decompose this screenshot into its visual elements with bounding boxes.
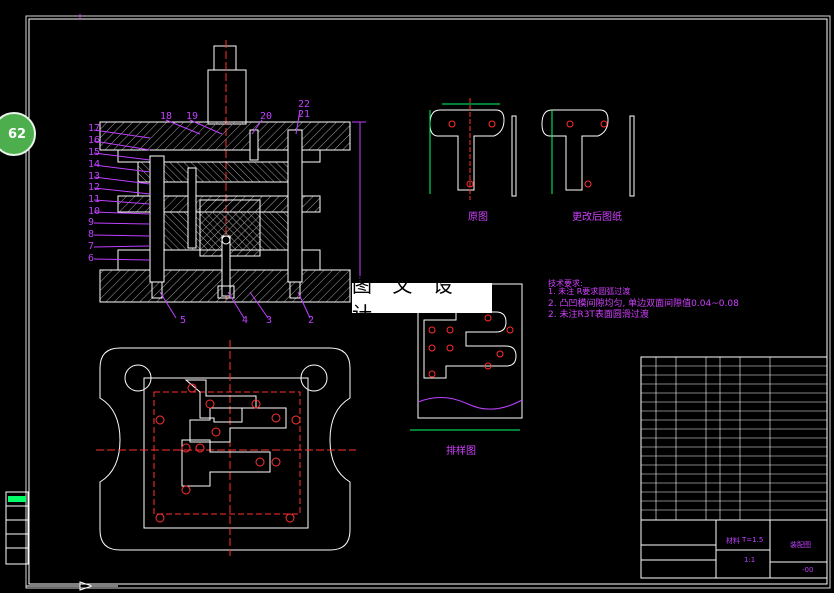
title-thickness: T=1.5 (742, 536, 764, 544)
callout-label: 14 (88, 159, 101, 170)
title-scale: 1:1 (744, 556, 756, 564)
watermark: 图 文 设 计 (352, 273, 492, 326)
title-block (640, 356, 828, 579)
tech-note-line: 2. 凸凹模间隙均匀, 单边双面间隙值0.04~0.08 (548, 299, 739, 309)
lower-die-plan-view (96, 340, 356, 556)
page-number-badge: 62 (0, 112, 36, 156)
callout-label: 7 (88, 241, 95, 252)
callout-label: 12 (88, 182, 101, 193)
callout-label: 19 (186, 111, 199, 122)
callout-label: 9 (88, 217, 95, 228)
tech-note-line: 1. 未注 R要求圆弧过渡 (548, 287, 631, 296)
callout-label: 22 (298, 99, 311, 110)
outer-frame (25, 15, 831, 589)
callout-label: 4 (242, 315, 249, 326)
title-drawing-number: -00 (802, 566, 814, 574)
callout-label: 5 (180, 315, 187, 326)
callout-label: 8 (88, 229, 95, 240)
callout-label: 21 (298, 109, 311, 120)
tech-notes-title: 技术要求: (548, 279, 583, 288)
callout-label: 16 (88, 135, 101, 146)
changed-part-caption: 更改后图纸 (572, 212, 622, 223)
callout-label: 18 (160, 111, 173, 122)
inner-frame (28, 18, 828, 585)
callout-label: 6 (88, 253, 95, 264)
tech-note-line: 2. 未注R3T表面圆滑过渡 (548, 310, 649, 320)
strip-layout-caption: 排样图 (446, 446, 476, 457)
callout-label: 15 (88, 147, 101, 158)
title-material-label: 材料 (726, 537, 740, 545)
callout-label: 10 (88, 206, 101, 217)
side-legend (5, 491, 29, 565)
callout-label: 20 (260, 111, 273, 122)
callout-label: 3 (266, 315, 273, 326)
callout-label: 2 (308, 315, 315, 326)
strip-layout-view (410, 283, 523, 431)
callout-label: 13 (88, 171, 101, 182)
part-changed-view (541, 109, 635, 197)
original-part-caption: 原图 (468, 212, 488, 223)
assembly-section-view (93, 40, 366, 319)
part-original-view (429, 98, 517, 200)
title-drawing-name: 装配图 (790, 541, 811, 549)
callout-label: 17 (88, 123, 101, 134)
callout-label: 11 (88, 194, 101, 205)
